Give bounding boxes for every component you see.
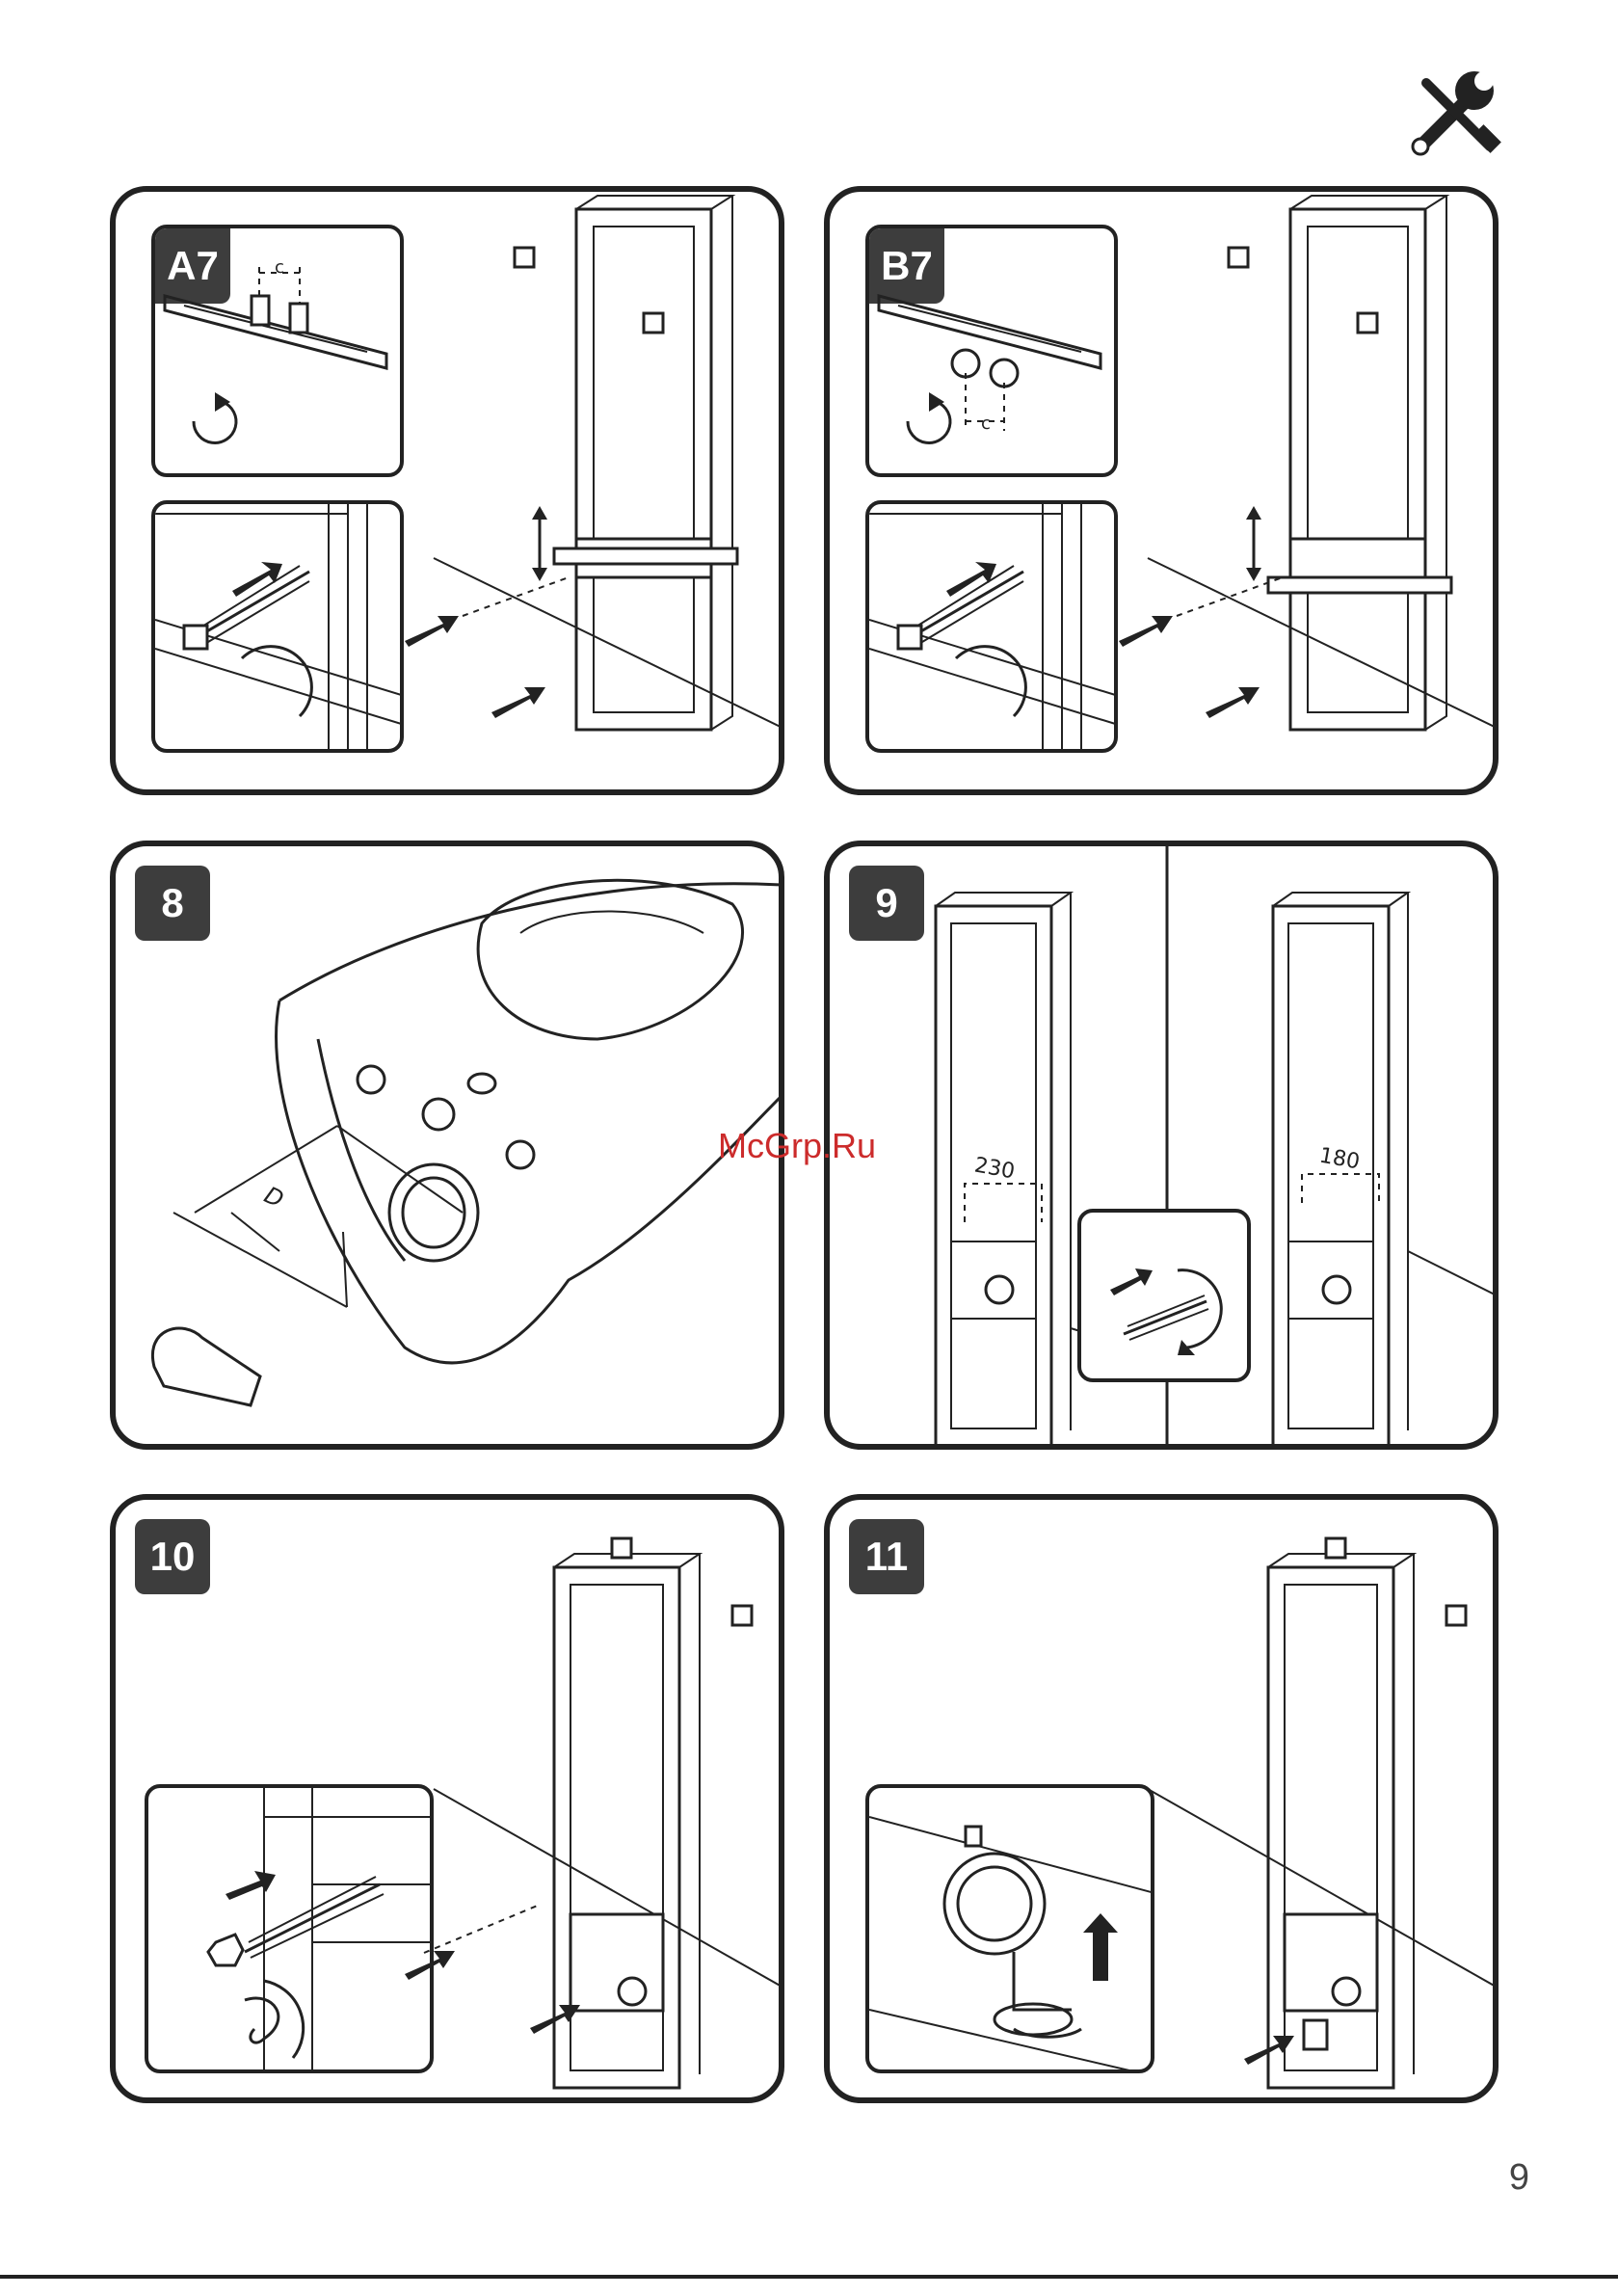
tools-icon xyxy=(1407,64,1507,164)
step-9-rod-inset xyxy=(1077,1209,1251,1382)
step-10-panel: 10 xyxy=(110,1494,784,2103)
step-9-panel: 9 230 180 xyxy=(824,841,1499,1450)
footer-divider xyxy=(0,2275,1618,2279)
step-11-panel: 11 xyxy=(824,1494,1499,2103)
step-8-panel: 8 D xyxy=(110,841,784,1450)
page-number: 9 xyxy=(1509,2157,1529,2199)
step-a7-panel: A7 c xyxy=(110,186,784,795)
step-b7-panel: B7 c xyxy=(824,186,1499,795)
watermark: McGrp.Ru xyxy=(718,1126,876,1166)
